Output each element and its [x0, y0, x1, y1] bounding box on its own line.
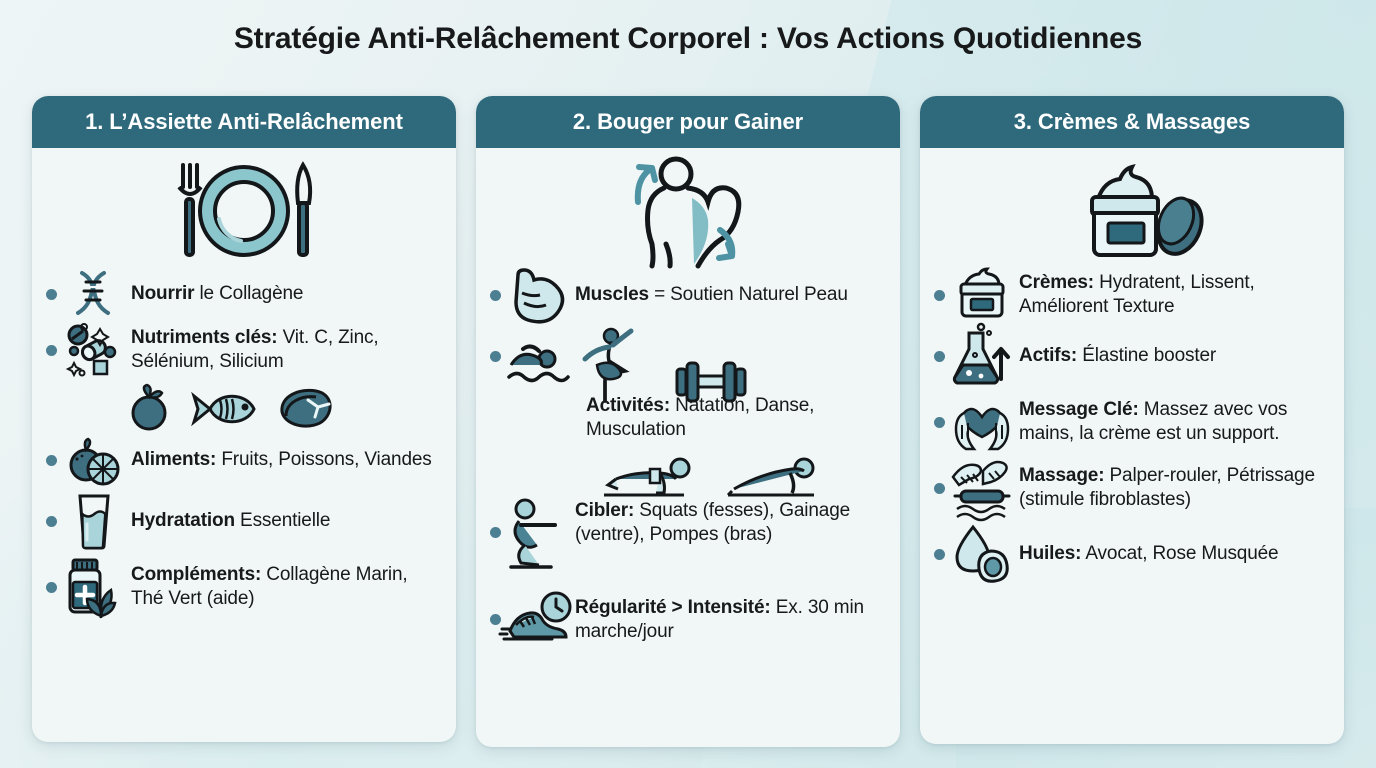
cards-container: 1. L’Assiette Anti-Relâchement: [32, 96, 1344, 752]
bullet-dot: [934, 416, 945, 428]
bullets-1: Nourrir le Collagène: [32, 266, 456, 742]
food-icon-strip: [124, 382, 442, 437]
bullet-dot: [46, 515, 57, 527]
running-shoe-clock-icon: [498, 591, 572, 649]
list-item-text: Compléments: Collagène Marin, Thé Vert (…: [131, 564, 408, 609]
bullet-dot: [490, 289, 501, 301]
citrus-fruits-icon: [63, 432, 125, 488]
card-header-2: 2. Bouger pour Gainer: [476, 96, 900, 148]
list-item-text: Crèmes: Hydratent, Lissent, Améliorent T…: [1019, 272, 1255, 317]
water-glass-icon: [63, 490, 125, 552]
card-assiette: 1. L’Assiette Anti-Relâchement: [32, 96, 456, 742]
list-item-text: Huiles: Avocat, Rose Musquée: [1019, 543, 1279, 565]
list-item: Crèmes: Hydratent, Lissent, Améliorent T…: [934, 267, 1330, 322]
swimmer-icon: [507, 337, 570, 387]
list-item-text: Hydratation Essentielle: [131, 510, 331, 532]
list-item-text: Nourrir le Collagène: [131, 283, 304, 305]
hands-heart-icon: [951, 391, 1013, 453]
ballet-dancer-icon: [579, 325, 639, 410]
card-cremes: 3. Crèmes & Massages: [920, 96, 1344, 744]
squat-figure-icon: [507, 498, 569, 579]
list-item-text: Muscles = Soutien Naturel Peau: [575, 284, 848, 306]
list-item: Aliments: Fruits, Poissons, Viandes: [46, 431, 442, 489]
list-item-text: Message Clé: Massez avec vos mains, la c…: [1019, 399, 1288, 444]
list-item: Hydratation Essentielle: [46, 489, 442, 553]
list-item: Nourrir le Collagène: [46, 268, 442, 320]
supplement-bottle-leaf-icon: [63, 554, 125, 620]
list-item: Muscles = Soutien Naturel Peau: [490, 266, 886, 324]
list-item: Activités: Natation, Danse, Musculation: [490, 393, 886, 443]
bullet-dot: [46, 454, 57, 466]
plate-fork-knife-icon: [32, 148, 456, 266]
card-bouger: 2. Bouger pour Gainer: [476, 96, 900, 747]
list-item-text: Nutriments clés: Vit. C, Zinc, Sélénium,…: [131, 327, 379, 372]
oil-drop-avocado-icon: [951, 523, 1013, 585]
bullets-3: Crèmes: Hydratent, Lissent, Améliorent T…: [920, 266, 1344, 744]
bullet-dot: [934, 482, 945, 494]
list-item: Compléments: Collagène Marin, Thé Vert (…: [46, 553, 442, 621]
dna-helix-icon: [63, 269, 125, 319]
fish-icon: [188, 386, 260, 437]
bullet-dot: [934, 289, 945, 301]
steak-icon: [274, 386, 336, 437]
bullet-dot: [490, 526, 501, 538]
flexing-body-arrows-icon: [476, 148, 900, 269]
bullets-2: Muscles = Soutien Naturel Peau: [476, 266, 900, 747]
list-item-text: Actifs: Élastine booster: [1019, 345, 1217, 367]
massage-roller-hands-icon: [951, 455, 1013, 522]
bullet-dot: [46, 288, 57, 300]
list-item: Cibler: Squats (fesses), Gainage (ventre…: [490, 498, 886, 580]
list-item-text: Cibler: Squats (fesses), Gainage (ventre…: [575, 499, 851, 545]
bullet-dot: [46, 344, 57, 356]
list-item: Huiles: Avocat, Rose Musquée: [934, 522, 1330, 586]
flexed-biceps-icon: [507, 267, 569, 324]
list-item-text: Activités: Natation, Danse, Musculation: [586, 395, 815, 440]
list-item-text: Massage: Palper-rouler, Pétrissage (stim…: [1019, 465, 1315, 510]
bullet-dot: [46, 581, 57, 593]
cream-jar-open-icon: [920, 148, 1344, 266]
list-item-text: Régularité > Intensité: Ex. 30 min march…: [575, 596, 864, 642]
bullet-dot: [490, 351, 501, 362]
list-item: Actifs: Élastine booster: [934, 322, 1330, 390]
list-item: Nutriments clés: Vit. C, Zinc, Sélénium,…: [46, 320, 442, 380]
page-title: Stratégie Anti-Relâchement Corporel : Vo…: [233, 22, 1143, 55]
cream-jar-small-icon: [951, 267, 1013, 321]
card-header-1: 1. L’Assiette Anti-Relâchement: [32, 96, 456, 148]
bullet-dot: [934, 548, 945, 560]
list-item: Massage: Palper-rouler, Pétrissage (stim…: [934, 454, 1330, 522]
supplements-molecules-icon: [63, 321, 125, 379]
card-header-3: 3. Crèmes & Massages: [920, 96, 1344, 148]
bullet-dot: [934, 350, 945, 362]
list-item-text: Aliments: Fruits, Poissons, Viandes: [131, 449, 432, 471]
apple-icon: [124, 382, 174, 437]
list-item: Régularité > Intensité: Ex. 30 min march…: [490, 590, 886, 650]
list-item: Message Clé: Massez avec vos mains, la c…: [934, 390, 1330, 454]
flask-arrow-up-icon: [951, 322, 1013, 389]
